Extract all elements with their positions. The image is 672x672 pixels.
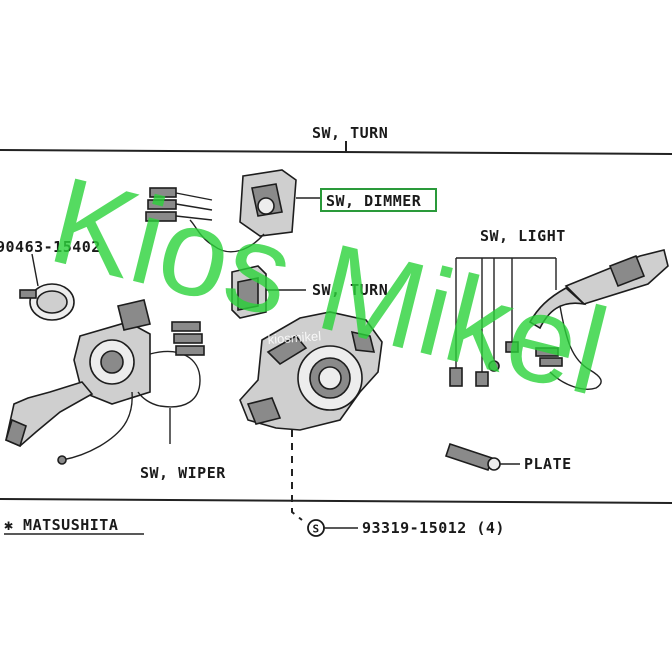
dimmer-highlight-box	[320, 188, 437, 212]
switch-body-part	[239, 311, 383, 431]
turn-connector-part	[231, 265, 267, 319]
plate-part	[444, 442, 501, 472]
screw-part-label: 93319-15012 (4)	[362, 519, 505, 537]
screw-symbol-letter: S	[312, 523, 319, 536]
plate-label: PLATE	[524, 455, 572, 473]
watermark-faint-text: kiosmikel	[267, 328, 321, 347]
part-number-left-label: 90463-15402	[0, 238, 101, 256]
sw-dimmer-label: SW, DIMMER	[326, 192, 422, 210]
dimmer-switch-part	[145, 169, 297, 253]
frame-top-line	[0, 149, 672, 155]
screw-dashed-leader	[291, 430, 303, 521]
sw-wiper-label: SW, WIPER	[140, 464, 226, 482]
frame-bottom-line	[0, 498, 672, 504]
matsushita-label: ✱ MATSUSHITA	[4, 516, 118, 534]
sw-turn-top-label: SW, TURN	[312, 124, 388, 142]
light-switch-part	[449, 249, 669, 390]
clamp-part	[19, 253, 75, 321]
sw-light-label: SW, LIGHT	[480, 227, 566, 245]
sw-turn-mid-label: SW, TURN	[312, 281, 388, 299]
wiper-switch-part	[5, 299, 205, 465]
